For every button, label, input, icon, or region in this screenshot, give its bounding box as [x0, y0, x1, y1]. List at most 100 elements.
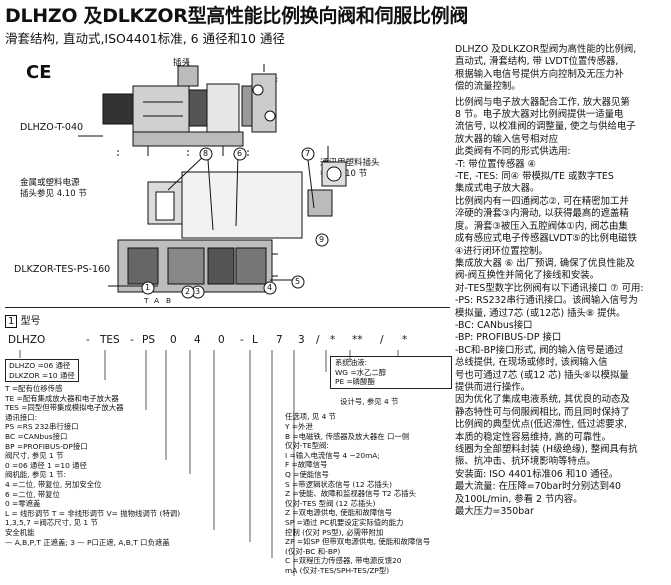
- page-subtitle: 滑套结构, 直动式,ISO4401标准, 6 通径和10 通径: [5, 31, 285, 46]
- size-line: DLKZOR =10 通径: [9, 370, 75, 380]
- text-line: 集成放大器 ⑥ 出厂预调, 确保了优良性能及: [455, 257, 635, 269]
- seal-line: WG =水乙二醇: [335, 367, 387, 377]
- callout-3: 3: [195, 287, 201, 296]
- code-amp: TES: [100, 334, 120, 346]
- text-line: 线圈为全部塑料封装 (H级绝缘), 整阀具有抗: [455, 444, 638, 455]
- seal-box: 系统油液: WG =水乙二醇 PE =磷酸酯: [330, 356, 452, 389]
- valve-drawings: [78, 58, 347, 299]
- text-line: 及100L/min, 参看 2 节内容。: [455, 493, 583, 505]
- text-line: -T: 带位置传感器 ④: [455, 158, 536, 170]
- option-item: Z =使能、故障和监视器信号 T2 芯插头: [285, 489, 416, 499]
- text-line: ④进行闭环位置控制。: [455, 245, 548, 257]
- text-line: 此类阀有不同的形式供选用:: [455, 146, 571, 158]
- text-line: 淬硬的滑套③内滑动, 以获得最高的遮盖精: [455, 208, 629, 220]
- label-metal-plug: 金属或塑料电源 插头参见 4.10 节: [20, 178, 87, 199]
- product-figure: CE 插头 插头 DLHZO-T-040 金属或塑料电源 插头参见 4.10 节…: [8, 50, 448, 305]
- code-slash: /: [380, 334, 384, 346]
- option-item: 仅对-TE型阀:: [285, 441, 329, 451]
- model-label: 通讯接口:: [5, 412, 38, 422]
- model-label: 1,3,5,7 =阀芯尺寸, 见 1 节: [5, 518, 98, 528]
- text-line: 提供而进行操作。: [455, 381, 531, 393]
- code-spool: 7: [276, 334, 283, 346]
- section-number: 1: [5, 315, 18, 328]
- option-item: F =故障信号: [285, 460, 328, 470]
- description-text: DLHZO 及DLKZOR型阀为高性能的比例阀, 直动式, 滑套结构, 带 LV…: [455, 44, 669, 518]
- text-line: 流信号, 以校准阀的调整量, 使之与供给电子: [455, 121, 636, 133]
- code-design: **: [352, 334, 363, 346]
- text-line: 最大压力=350bar: [455, 506, 534, 518]
- seal-line: 系统油液:: [335, 358, 368, 367]
- option-item: ZP =如SP 但带双电源供电, 使能和故障信号: [285, 537, 431, 547]
- code-dash: -: [130, 334, 134, 346]
- text-line: 8 节。电子放大器对比例阀提供一适量电: [455, 109, 624, 121]
- option-item: Q =使能信号: [285, 469, 329, 479]
- text-line: 振、抗冲击、抗环境影响等特点。: [455, 456, 596, 468]
- callout-1: 1: [145, 283, 151, 292]
- text-line: -TE, -TES: 同④ 带模拟/TE 或数字TES: [455, 171, 614, 183]
- code-size: 0: [170, 334, 177, 346]
- text-line: 偿的流量控制。: [455, 81, 521, 93]
- text-line: 比例阀内有一四通阀芯②, 可在精密加工并: [455, 195, 629, 207]
- text-line: 号也可通过7芯 (或12 芯) 插头⑧以模拟量: [455, 369, 629, 381]
- text-line: 成有感应式电子传感器LVDT⑤的比例电磁铁: [455, 233, 637, 245]
- model-left-labels: T =配有位移传感 TE =配有集成放大器和电子放大器 TES =同型但带集成模…: [5, 384, 210, 547]
- text-line: -BP: PROFIBUS-DP 接口: [455, 332, 562, 344]
- model-label: 安全机能: [5, 527, 35, 537]
- label-dlhzo: DLHZO-T-040: [20, 122, 84, 133]
- callout-6: 6: [237, 149, 243, 158]
- option-item: Z =双电源供电, 使能和故障信号: [285, 508, 392, 518]
- seal-line: PE =磷酸酯: [335, 377, 375, 387]
- option-item: S =带逻辑状态信号 (12 芯插头): [285, 479, 393, 489]
- option-item: 控制 (仅对 PS型), 必需带附加: [285, 527, 384, 537]
- code-reg: L: [252, 334, 258, 346]
- option-item: C =双程压力传感器, 带电源反馈20: [285, 556, 402, 566]
- model-label: 6 =二位, 带复位: [5, 489, 60, 499]
- port-b: B: [166, 296, 172, 305]
- code-dash: -: [240, 334, 244, 346]
- text-line: 比例阀的典型优点(低迟滞性, 低过滤要求,: [455, 419, 627, 431]
- model-label: BP =PROFIBUS-DP接口: [5, 441, 88, 451]
- model-label: — A,B,P,T 正遮盖; 3 — P口正遮, A,B,T 口负遮盖: [5, 537, 170, 547]
- model-label: 0 =06 通径 1 =10 通径: [5, 460, 87, 470]
- text-line: 集成式电子放大器。: [455, 183, 540, 195]
- size-line: DLHZO =06 通径: [9, 361, 71, 370]
- text-line: 阀-阀互换性并简化了接线和安装。: [455, 270, 600, 282]
- text-line: 安装面: ISO 4401标准06 和10 通径。: [455, 468, 619, 480]
- text-line: -PS: RS232串行通讯接口。该阀输入信号为: [455, 295, 638, 307]
- model-guide-lines: [19, 350, 399, 576]
- model-label: 0 =零遮盖: [5, 499, 41, 509]
- callout-8: 8: [203, 149, 209, 158]
- option-item: I =输入电流信号 4 ~20mA;: [285, 450, 380, 460]
- page-title: DLHZO 及DLKZOR型高性能比例换向阀和伺服比例阀: [5, 5, 469, 27]
- ce-mark: CE: [26, 62, 52, 83]
- code-options: *: [330, 334, 336, 346]
- model-label: L = 线形调节 T = 非线形调节 V= 抛物线调节 (特调): [5, 508, 181, 518]
- label-plug-1: 插头: [173, 58, 191, 68]
- model-label: TE =配有集成放大器和电子放大器: [5, 393, 119, 403]
- code-lap: 0: [218, 334, 225, 346]
- text-line: 最大流量: 在压降=70bar时分别达到40: [455, 481, 621, 493]
- text-line: 静态特性可与伺服阀相比, 而且同时保持了: [455, 406, 630, 418]
- code-seal: *: [402, 334, 408, 346]
- text-line: -BC和-BP接口形式, 阀的输入信号是通过: [455, 344, 624, 356]
- text-line: 本质的稳定性容易维持, 高的可靠性。: [455, 431, 611, 443]
- model-label: TES =同型但带集成模拟电子放大器: [5, 403, 124, 413]
- option-item: (仅对-BC 和-BP): [285, 546, 341, 556]
- callout-9: 9: [319, 235, 325, 244]
- callout-4: 4: [267, 283, 273, 292]
- text-line: DLHZO 及DLKZOR型阀为高性能的比例阀,: [455, 44, 637, 55]
- option-item: 仅对-TES 型阀 (12 芯插头): [285, 498, 376, 508]
- model-code: DLHZO - TES - PS 0 4 0 - L 7 3 / * ** / …: [8, 334, 448, 350]
- size-box: DLHZO =06 通径 DLKZOR =10 通径: [5, 359, 79, 383]
- section-rule: [5, 307, 450, 308]
- option-item: B =电磁铁, 传感器及放大器在 口一侧: [285, 431, 410, 441]
- label-dlkzor: DLKZOR-TES-PS-160: [14, 264, 111, 275]
- text-line: 总线提供, 在现场或修时, 该阀输入信: [455, 357, 608, 369]
- text-line: -BC: CANbus接口: [455, 319, 533, 331]
- code-iface: PS: [142, 334, 155, 346]
- options-list: Y =外泄 B =电磁铁, 传感器及放大器在 口一侧 仅对-TE型阀: I =输…: [285, 422, 450, 576]
- code-safety: 3: [298, 334, 305, 346]
- text-line: 因为优化了集成电液系统, 其优良的动态及: [455, 394, 630, 406]
- model-label: PS =RS 232串行接口: [5, 422, 79, 432]
- text-line: 放大器的输入信号相对应: [455, 133, 559, 145]
